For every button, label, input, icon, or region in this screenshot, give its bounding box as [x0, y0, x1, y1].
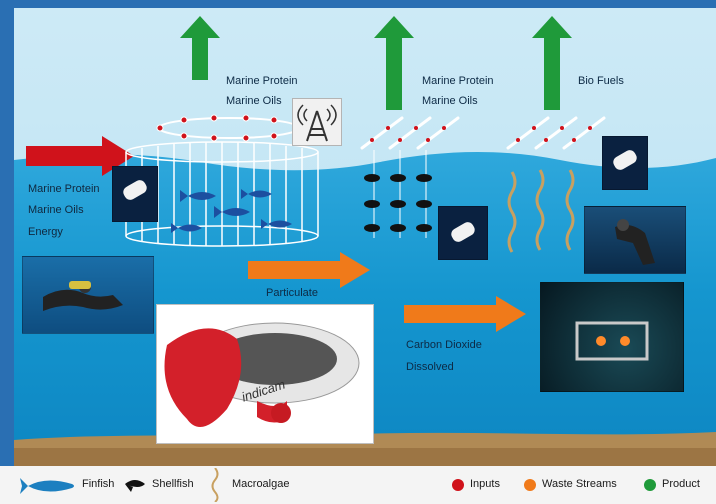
product-arrow-middle [374, 16, 414, 110]
input-arrow [26, 136, 134, 176]
product-arrow-right [532, 16, 572, 110]
legend-finfish: Finfish [82, 478, 115, 490]
shellfish-longline [360, 116, 460, 238]
label-particulate: Particulate [266, 287, 318, 299]
sensor-device-photo-right [602, 136, 648, 190]
macroalgae-icon [211, 468, 219, 502]
label-left-oils: Marine Oils [28, 204, 84, 216]
label-dissolved: Dissolved [406, 361, 454, 373]
finfish-icon [20, 478, 74, 494]
waste-arrow-dissolved [404, 296, 526, 332]
label-top-left-oils: Marine Oils [226, 95, 282, 107]
sensor-device-photo-left [112, 166, 158, 222]
antenna-sensor-photo [292, 98, 342, 146]
pod-vehicle-photo: indicam [156, 304, 374, 444]
finfish-pen-ring [156, 114, 302, 142]
waste-arrow-particulate [248, 252, 370, 288]
macroalgae-longline [506, 116, 606, 253]
legend-macroalgae: Macroalgae [232, 478, 290, 490]
antenna-icon [297, 104, 337, 142]
label-left-protein: Marine Protein [28, 183, 100, 195]
inputs-dot-icon [452, 479, 464, 491]
label-top-mid-oils: Marine Oils [422, 95, 478, 107]
diver-photo-left [22, 256, 154, 334]
sensor-device-photo-middle [438, 206, 488, 260]
product-arrow-left [180, 16, 220, 80]
legend-product: Product [662, 478, 700, 490]
waste-streams-dot-icon [524, 479, 536, 491]
label-carbon-dioxide: Carbon Dioxide [406, 339, 482, 351]
shellfish-icon [125, 480, 145, 492]
diver-photo-right [584, 206, 686, 274]
label-top-right-fuels: Bio Fuels [578, 75, 624, 87]
legend-inputs: Inputs [470, 478, 500, 490]
rov-photo [540, 282, 684, 392]
label-left-energy: Energy [28, 226, 63, 238]
product-dot-icon [644, 479, 656, 491]
label-top-mid-protein: Marine Protein [422, 75, 494, 87]
legend-shellfish: Shellfish [152, 478, 194, 490]
legend: Finfish Shellfish Macroalgae Inputs Wast… [0, 466, 716, 504]
label-top-left-protein: Marine Protein [226, 75, 298, 87]
legend-waste-streams: Waste Streams [542, 478, 617, 490]
